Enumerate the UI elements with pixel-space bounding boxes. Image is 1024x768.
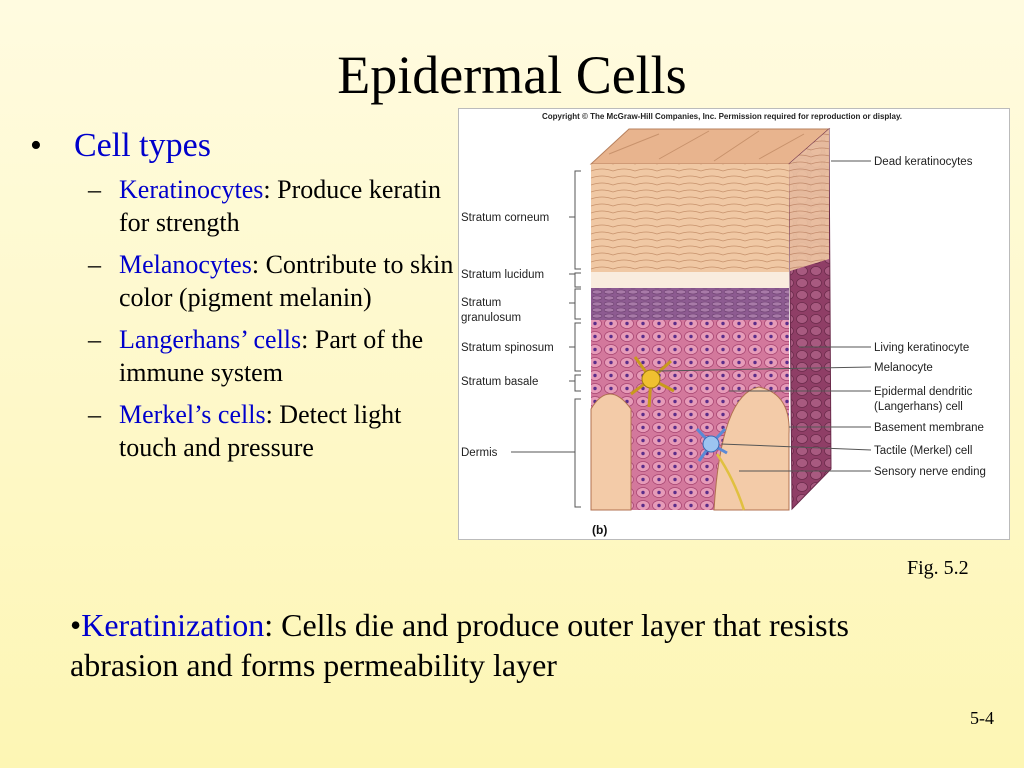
list-item-text: Keratinocytes: Produce keratin for stren…: [119, 173, 455, 239]
label-epidermal-dendritic: Epidermal dendritic: [874, 386, 973, 398]
label-stratum-granulosum-2: granulosum: [461, 312, 521, 324]
list-item-text: Melanocytes: Contribute to skin color (p…: [119, 248, 455, 314]
label-melanocyte: Melanocyte: [874, 362, 933, 374]
side-corneum: [789, 129, 829, 271]
label-stratum-granulosum: Stratum: [461, 297, 501, 309]
dash-marker: –: [88, 250, 101, 279]
term: Keratinocytes: [119, 175, 264, 204]
label-basement-membrane: Basement membrane: [874, 422, 984, 434]
label-stratum-basale: Stratum basale: [461, 376, 538, 388]
slide-title: Epidermal Cells: [337, 45, 687, 105]
left-brackets: [511, 170, 581, 508]
stratum-corneum-layer: [591, 164, 789, 272]
bullet-marker: •: [30, 127, 42, 164]
list-item: – Melanocytes: Contribute to skin color …: [88, 248, 455, 314]
description: : Cells die and produce outer layer that…: [70, 607, 849, 683]
bullet-marker: •: [70, 607, 82, 643]
description: : Part of the immune system: [119, 325, 424, 387]
term: Merkel’s cells: [119, 400, 266, 429]
list-item: – Langerhans’ cells: Part of the immune …: [88, 323, 455, 389]
epidermis-figure: Copyright © The McGraw-Hill Companies, I…: [458, 108, 1010, 540]
merkel-cell: [695, 427, 728, 462]
list-item-text: Langerhans’ cells: Part of the immune sy…: [119, 323, 455, 389]
stratum-granulosum-layer: [591, 288, 789, 320]
label-sensory-nerve-ending: Sensory nerve ending: [874, 466, 986, 478]
term: Langerhans’ cells: [119, 325, 302, 354]
sub-list: – Keratinocytes: Produce keratin for str…: [88, 173, 455, 464]
dash-marker: –: [88, 175, 101, 204]
dash-marker: –: [88, 400, 101, 429]
label-stratum-lucidum: Stratum lucidum: [461, 269, 544, 281]
list-item: – Merkel’s cells: Detect light touch and…: [88, 398, 455, 464]
right-leaders: [658, 160, 872, 472]
term: Melanocytes: [119, 250, 252, 279]
figure-caption: Fig. 5.2: [907, 557, 969, 579]
melanocyte-cell: [630, 356, 675, 408]
label-langerhans-cell: (Langerhans) cell: [874, 401, 963, 413]
label-tactile-cell: Tactile (Merkel) cell: [874, 445, 972, 457]
label-stratum-corneum: Stratum corneum: [461, 212, 549, 224]
main-bullet: • Cell types: [30, 125, 455, 167]
list-item: – Keratinocytes: Produce keratin for str…: [88, 173, 455, 239]
surface-flakes: [608, 130, 805, 162]
cell-types-list: • Cell types – Keratinocytes: Produce ke…: [30, 125, 455, 473]
epidermis-diagram: Copyright © The McGraw-Hill Companies, I…: [461, 112, 986, 537]
label-living-keratinocyte: Living keratinocyte: [874, 342, 969, 354]
label-stratum-spinosum: Stratum spinosum: [461, 342, 554, 354]
description: : Produce keratin for strength: [119, 175, 441, 237]
label-dead-keratinocytes: Dead keratinocytes: [874, 156, 973, 168]
term: Keratinization: [81, 607, 265, 643]
sensory-nerve: [715, 453, 746, 511]
copyright-notice: Copyright © The McGraw-Hill Companies, I…: [542, 112, 902, 121]
keratinization-bullet: •Keratinization: Cells die and produce o…: [70, 605, 890, 685]
dash-marker: –: [88, 325, 101, 354]
description: : Contribute to skin color (pigment mela…: [119, 250, 454, 312]
panel-label: (b): [592, 523, 607, 537]
page-number: 5-4: [970, 708, 994, 728]
list-item-text: Merkel’s cells: Detect light touch and p…: [119, 398, 455, 464]
label-dermis: Dermis: [461, 447, 498, 459]
main-bullet-text: Cell types: [74, 127, 211, 164]
dermal-papilla-left: [590, 393, 632, 511]
stratum-lucidum-layer: [591, 272, 789, 288]
description: : Detect light touch and pressure: [119, 400, 402, 462]
